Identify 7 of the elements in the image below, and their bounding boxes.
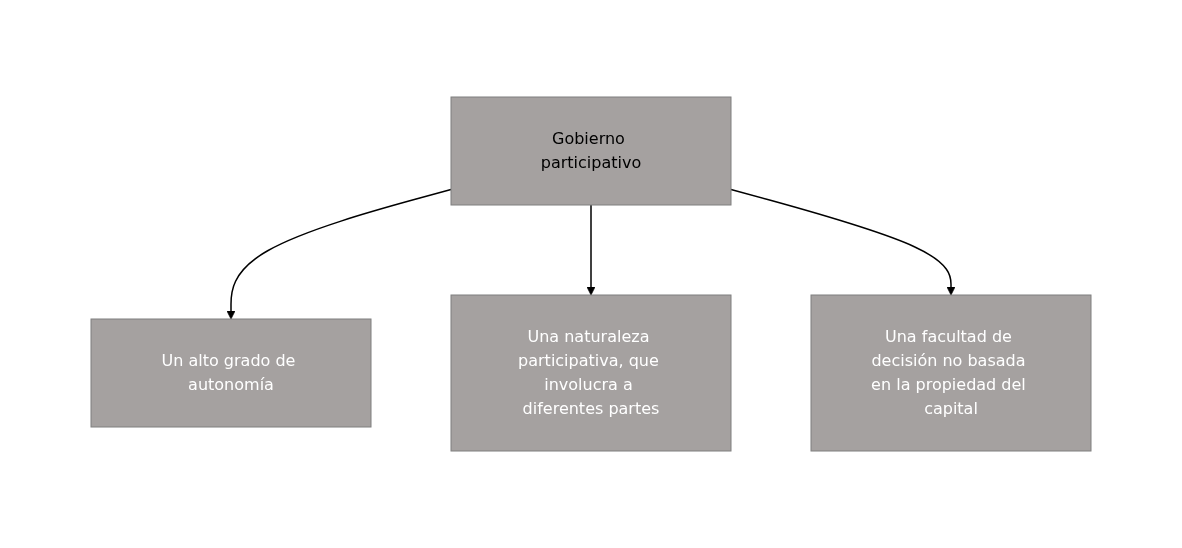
node-box: Gobierno participativo (450, 96, 732, 206)
arrow (586, 204, 596, 296)
node-box: Un alto grado de autonomía (90, 318, 372, 428)
arrow (226, 188, 452, 320)
arrow (730, 188, 956, 296)
node-box: Una facultad de decisión no basada en la propiedad del capital (810, 294, 1092, 452)
node-box: Una naturaleza participativa, que involucra a diferentes partes (450, 294, 732, 452)
